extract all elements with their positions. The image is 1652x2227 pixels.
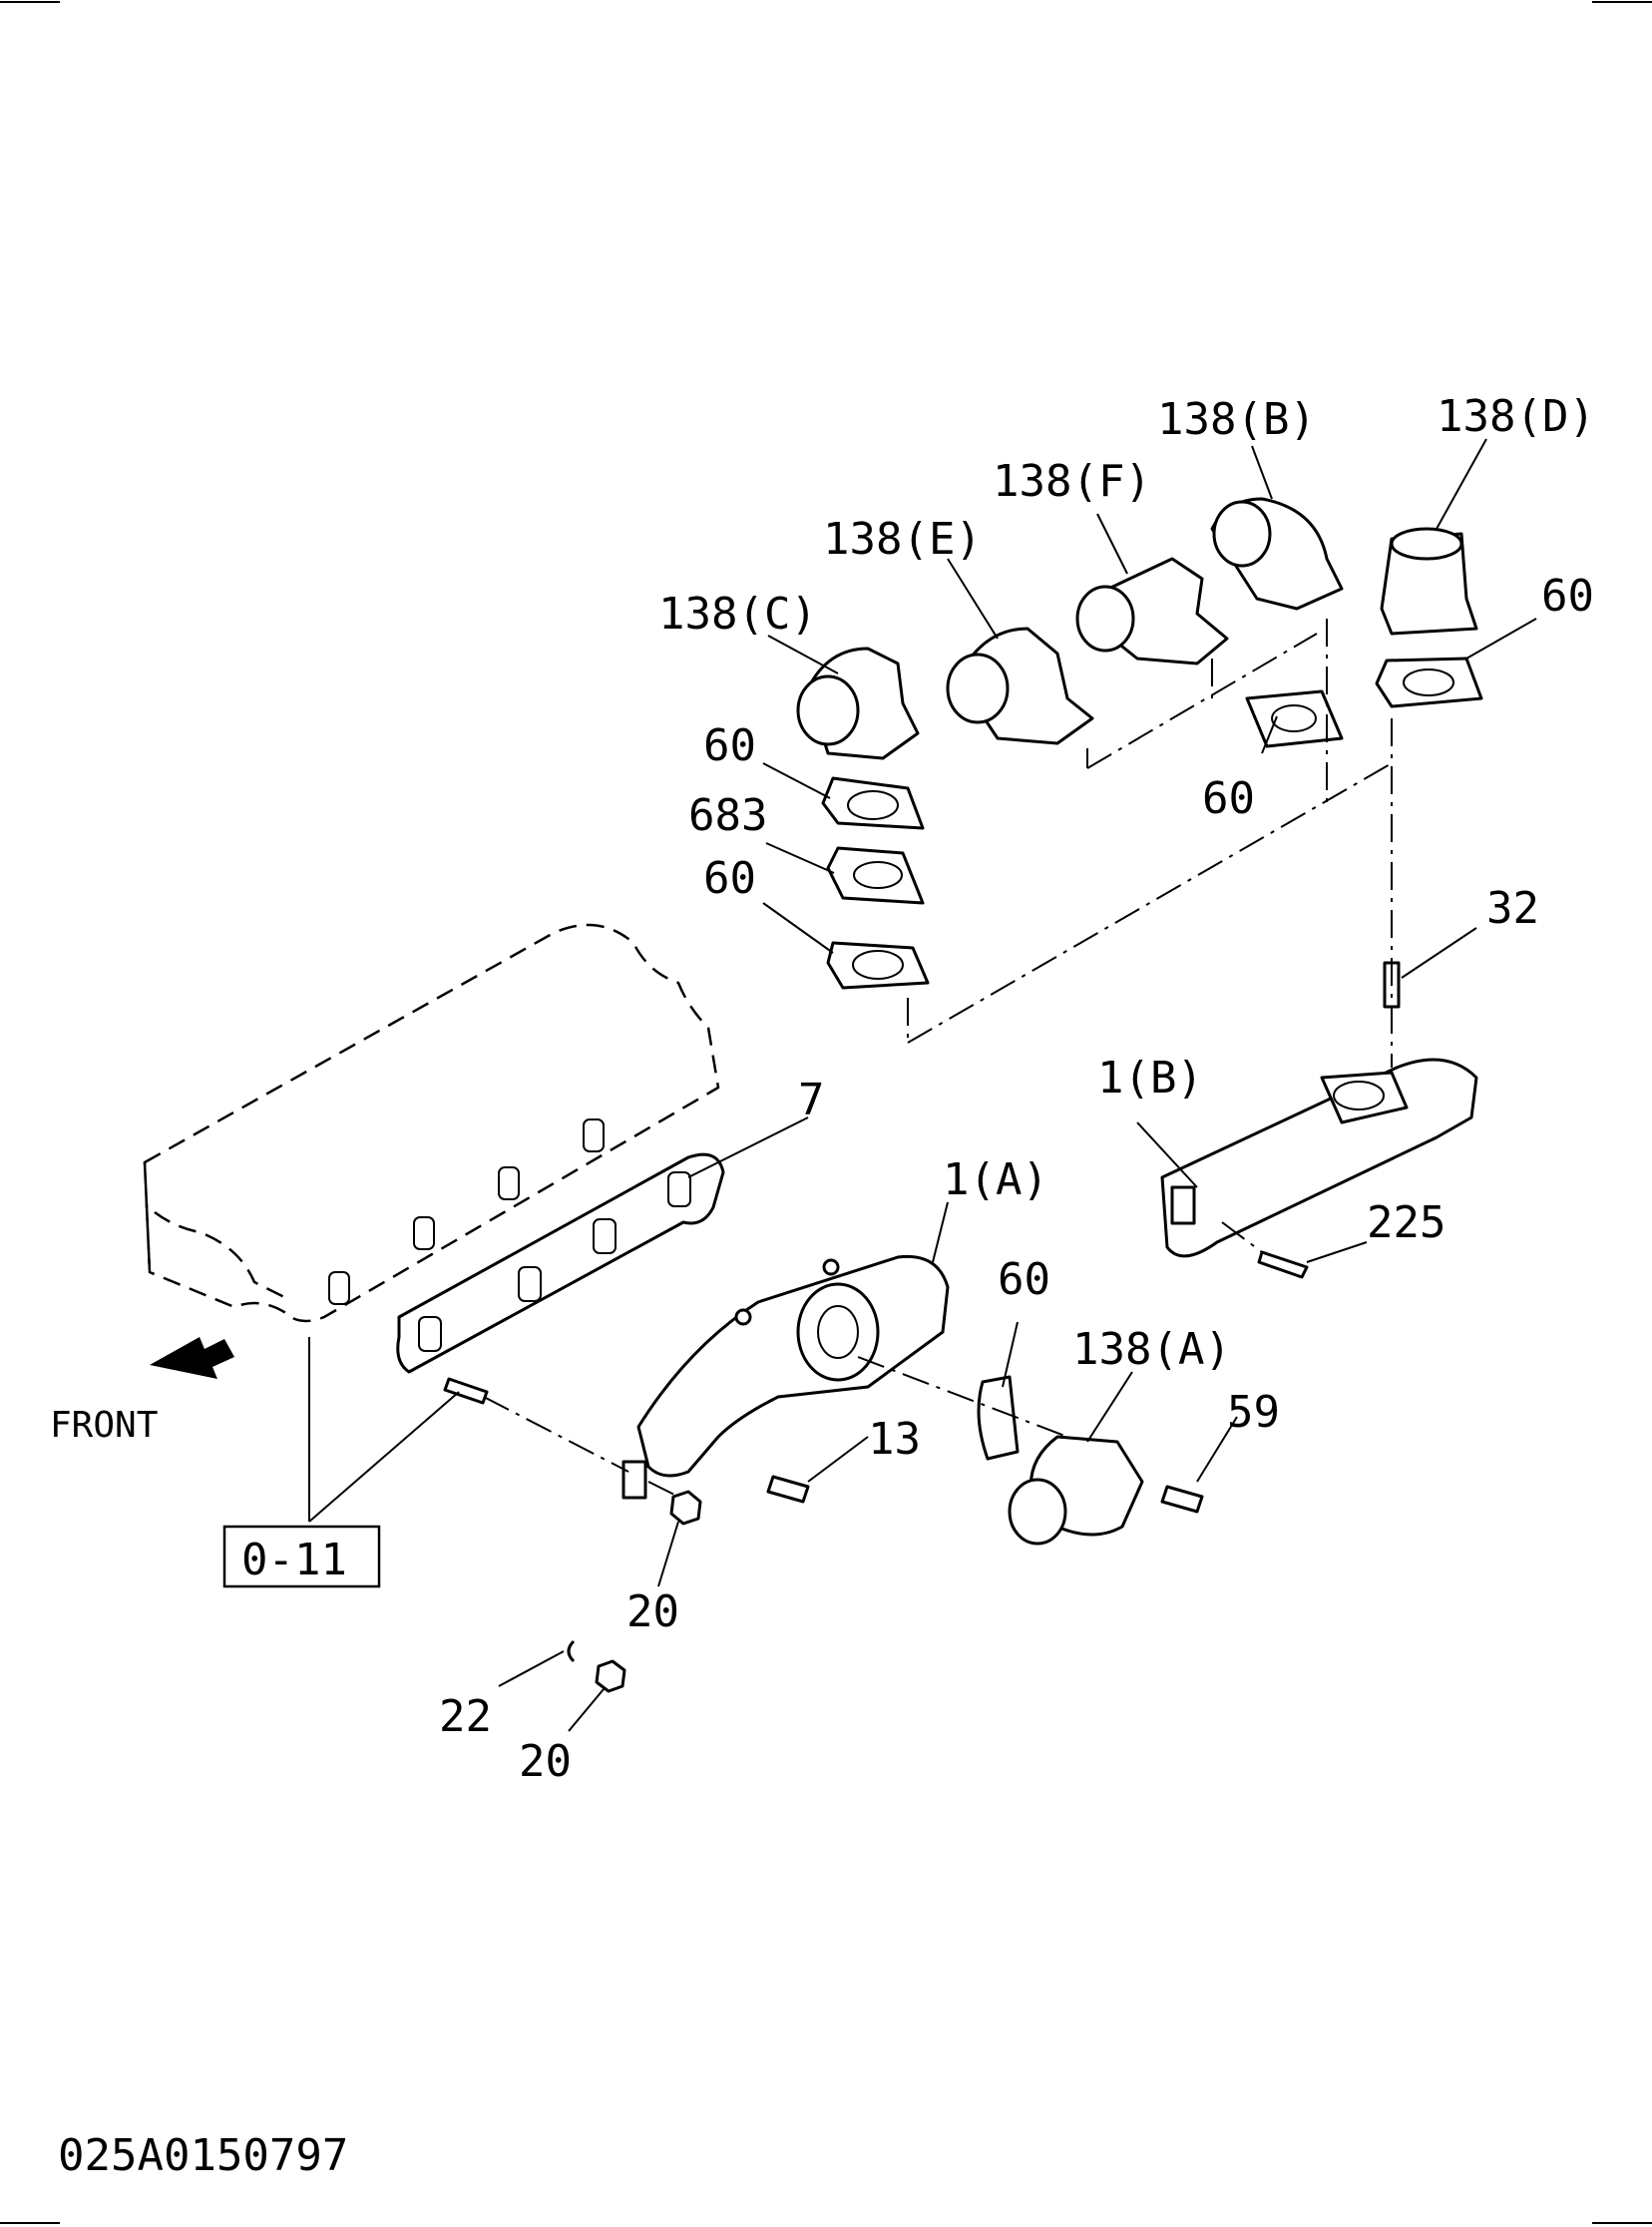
drawing-code: 025A0150797 bbox=[58, 2130, 348, 2181]
part-callouts: 138(B) 138(D) 138(F) 138(E) 138(C) 60 60… bbox=[439, 391, 1595, 1787]
front-label: FRONT bbox=[50, 1405, 158, 1446]
bolt-59 bbox=[1160, 1485, 1204, 1514]
fasteners bbox=[443, 961, 1401, 1693]
cylinder-head-outline bbox=[143, 923, 720, 1323]
front-arrow bbox=[150, 1337, 234, 1379]
alignment-lines bbox=[483, 619, 1393, 1498]
callout-138a: 138(A) bbox=[1072, 1324, 1231, 1375]
callout-1b: 1(B) bbox=[1097, 1053, 1203, 1104]
callout-22: 22 bbox=[439, 1691, 492, 1742]
reference-box-label: 0-11 bbox=[241, 1535, 347, 1585]
callout-60-upper-left: 60 bbox=[703, 720, 756, 771]
callout-138f: 138(F) bbox=[993, 456, 1151, 507]
callout-60-lower: 60 bbox=[998, 1254, 1050, 1305]
nut-20a bbox=[669, 1490, 702, 1526]
callout-7: 7 bbox=[798, 1075, 825, 1125]
callout-683: 683 bbox=[688, 790, 767, 841]
callout-60-middle: 60 bbox=[1202, 773, 1255, 824]
callout-1a: 1(A) bbox=[943, 1154, 1048, 1205]
callout-60-top-right: 60 bbox=[1541, 571, 1594, 622]
nut-20b bbox=[595, 1659, 626, 1693]
callout-59: 59 bbox=[1227, 1387, 1280, 1438]
callout-225: 225 bbox=[1367, 1197, 1446, 1248]
callout-20-upper: 20 bbox=[626, 1586, 679, 1637]
callout-60-lower-left: 60 bbox=[703, 853, 756, 904]
bolt-13 bbox=[766, 1475, 810, 1504]
stud-225 bbox=[1257, 1250, 1309, 1279]
water-connectors bbox=[796, 497, 1478, 1546]
callout-138c: 138(C) bbox=[658, 589, 817, 640]
callout-13: 13 bbox=[868, 1414, 921, 1465]
exhaust-manifold-b bbox=[1160, 1058, 1478, 1258]
reference-box-frame bbox=[222, 1525, 381, 1588]
callout-138e: 138(E) bbox=[823, 514, 982, 565]
callout-138d: 138(D) bbox=[1437, 391, 1595, 442]
washer-22 bbox=[567, 1639, 576, 1663]
callout-138b: 138(B) bbox=[1157, 394, 1316, 445]
manifold-gasket bbox=[396, 1152, 725, 1374]
exhaust-manifold-a bbox=[621, 1254, 950, 1500]
stud-left bbox=[443, 1377, 489, 1405]
callout-32: 32 bbox=[1486, 883, 1539, 934]
leader-lines bbox=[308, 438, 1537, 1732]
callout-20-lower: 20 bbox=[519, 1736, 572, 1787]
